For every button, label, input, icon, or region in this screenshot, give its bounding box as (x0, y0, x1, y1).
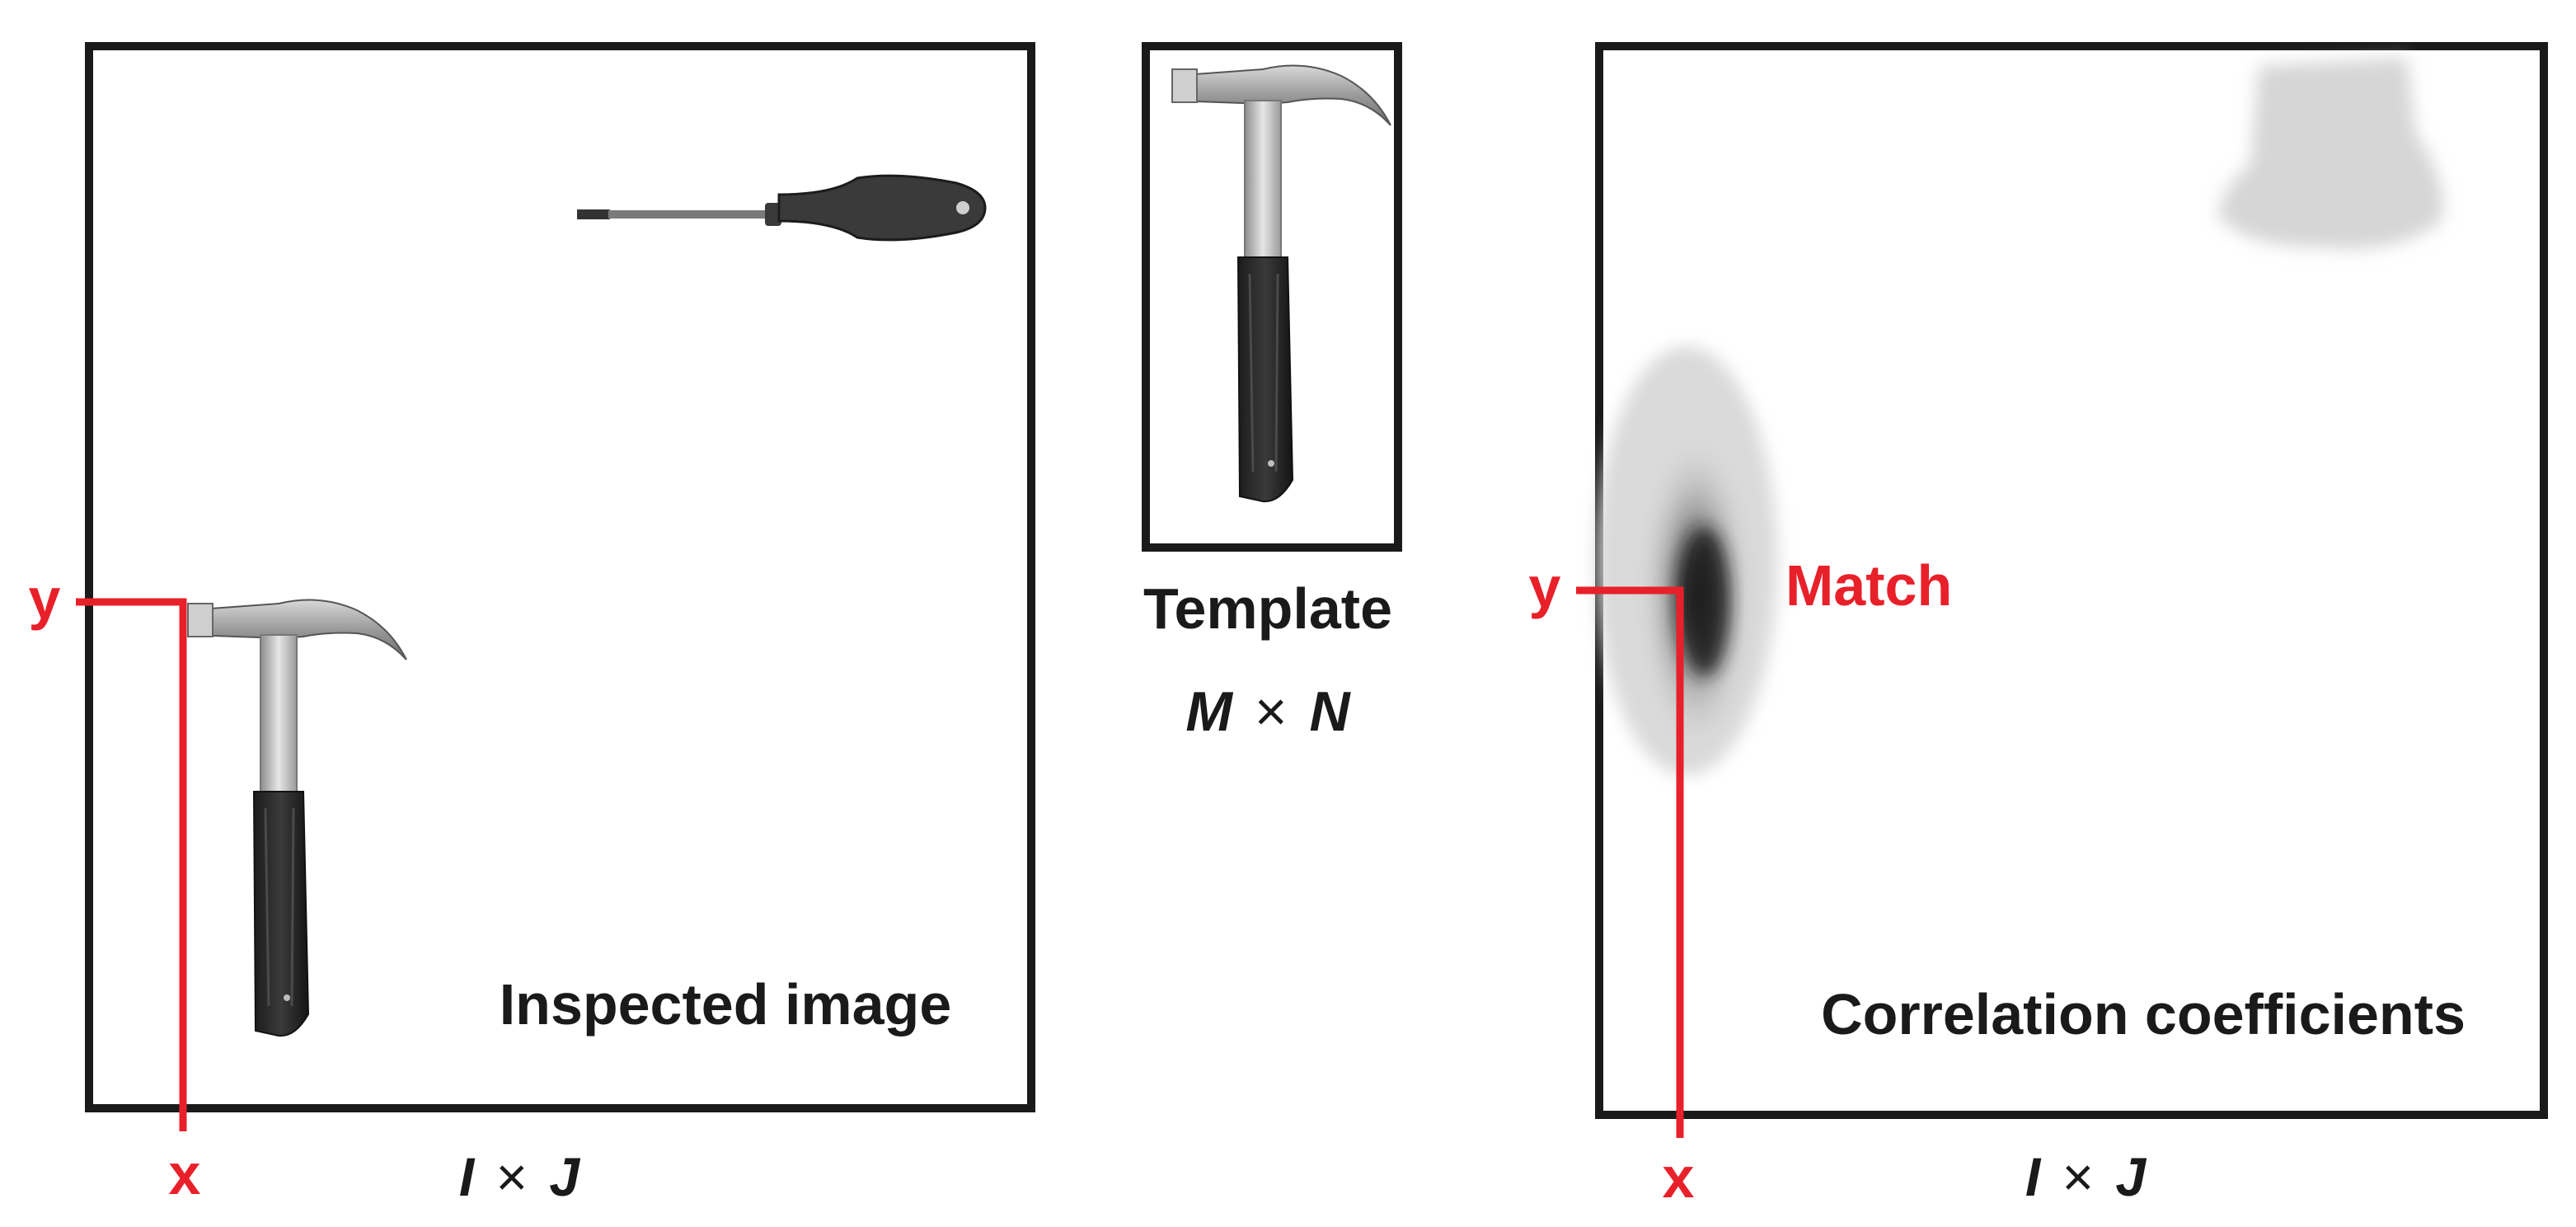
inspected-y-label: y (29, 566, 61, 631)
screwdriver-icon (577, 174, 987, 242)
inspected-x-label: x (169, 1142, 201, 1206)
match-label: Match (1785, 553, 1952, 618)
correlation-panel: Match Correlation coefficients (1595, 42, 2548, 1119)
weak-correlation-blob (2217, 58, 2443, 249)
inspected-position-marker: y x (29, 566, 201, 1206)
correlation-x-label: x (1663, 1145, 1695, 1210)
match-correlation-blob (1596, 346, 1777, 775)
correlation-caption: Correlation coefficients (1821, 982, 2466, 1046)
template-caption: Template (1143, 576, 1392, 641)
correlation-position-marker: y x (1529, 555, 1695, 1210)
correlation-y-label: y (1529, 555, 1561, 619)
correlation-size-label: I × J (2025, 1146, 2147, 1207)
template-panel: Template M × N (1142, 42, 1402, 743)
inspected-size-label: I × J (459, 1146, 581, 1207)
template-size-label: M × N (1185, 680, 1351, 743)
inspected-image-panel: Inspected image (85, 42, 1035, 1112)
inspected-image-caption: Inspected image (500, 972, 952, 1037)
